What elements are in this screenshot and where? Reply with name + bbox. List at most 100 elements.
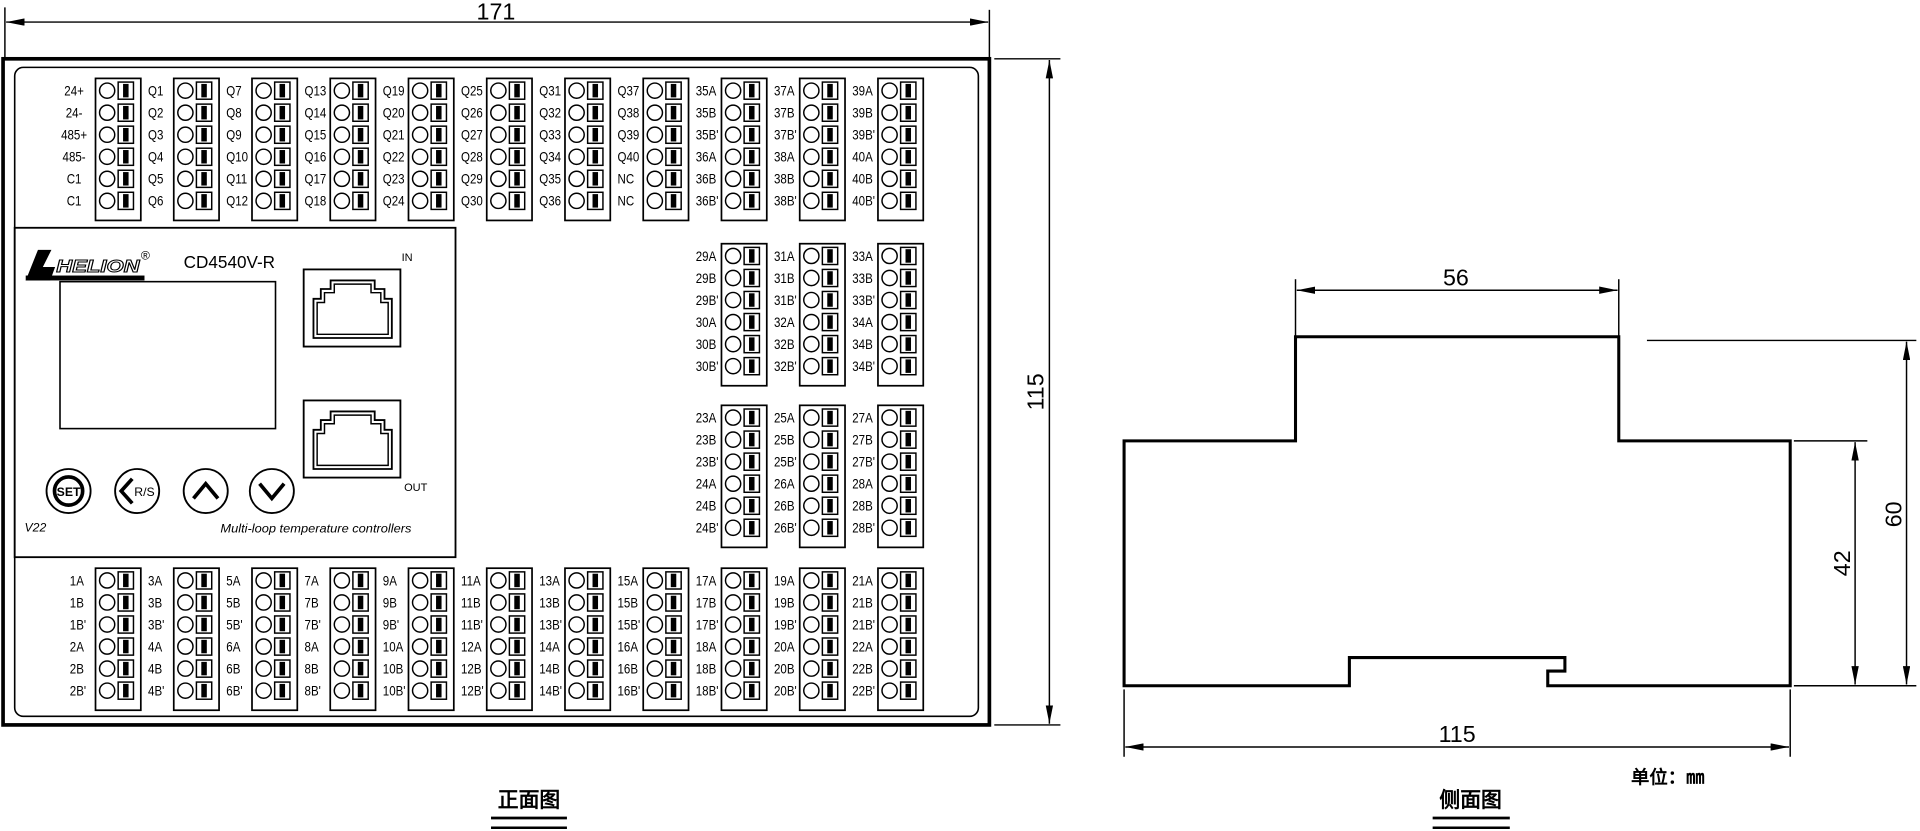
terminal-label: 6A — [226, 638, 240, 654]
terminal-label: Q24 — [383, 193, 405, 209]
spring-clamp-icon — [436, 83, 442, 98]
terminal-label: 26B — [774, 498, 795, 514]
side-top-width-dimension: 56 — [1294, 264, 1620, 337]
spring-clamp-icon — [905, 172, 912, 186]
wire-entry-icon — [899, 681, 917, 700]
spring-clamp-icon — [436, 573, 442, 588]
terminal-screw-icon — [411, 148, 429, 166]
spring-clamp-icon — [905, 293, 912, 307]
spring-clamp-icon — [514, 595, 520, 610]
spring-clamp-icon — [749, 194, 755, 208]
wire-entry-icon — [195, 147, 213, 167]
wire-entry-icon — [899, 290, 917, 310]
terminal-screw-icon — [333, 170, 351, 188]
terminal-screw-icon — [803, 126, 820, 144]
terminal-label: 35A — [696, 82, 717, 98]
spring-clamp-icon — [279, 194, 286, 208]
terminal-label: 33A — [852, 248, 873, 264]
spring-clamp-icon — [670, 105, 677, 120]
wire-entry-icon — [899, 125, 917, 145]
terminal-screw-icon — [724, 269, 742, 287]
terminal-label: 27A — [852, 409, 873, 425]
wire-entry-icon — [195, 571, 213, 590]
terminal-label: 34B — [852, 336, 873, 352]
terminal-label: 2B' — [70, 682, 86, 698]
terminal-label: 40B' — [852, 193, 875, 209]
wire-entry-icon — [273, 681, 291, 700]
wire-entry-icon — [117, 637, 135, 656]
terminal-screw-icon — [881, 682, 898, 699]
spring-clamp-icon — [514, 683, 520, 698]
terminal-block-housing — [407, 77, 455, 222]
spring-clamp-icon — [827, 476, 833, 491]
terminal-label: 15B — [618, 594, 639, 610]
firmware-version: V22 — [24, 520, 46, 534]
terminal-label: Q17 — [305, 171, 327, 187]
terminal-screw-icon — [333, 192, 351, 210]
terminal-block-housing — [564, 77, 612, 222]
terminal-screw-icon — [411, 104, 429, 122]
terminal-label: 31B' — [774, 292, 797, 308]
terminal-screw-icon — [255, 682, 272, 699]
spring-clamp-icon — [514, 127, 520, 142]
wire-entry-icon — [743, 169, 761, 189]
wire-entry-icon — [586, 615, 604, 634]
spring-clamp-icon — [827, 249, 833, 263]
wire-entry-icon — [273, 593, 291, 612]
wire-entry-icon — [821, 430, 839, 449]
spring-clamp-icon — [670, 172, 677, 186]
terminal-screw-icon — [568, 616, 585, 633]
spring-clamp-icon — [749, 105, 755, 120]
spring-clamp-icon — [123, 172, 129, 186]
spring-clamp-icon — [592, 83, 599, 98]
wire-entry-icon — [352, 571, 369, 590]
wire-entry-icon — [352, 147, 369, 167]
down-button — [248, 468, 295, 515]
terminal-label: 25B' — [774, 453, 797, 469]
terminal-label: 33B' — [852, 292, 875, 308]
wire-entry-icon — [899, 659, 917, 678]
terminal-label: 23B' — [696, 453, 719, 469]
terminal-label: 7A — [305, 572, 319, 588]
terminal-label: 7B' — [305, 616, 321, 632]
spring-clamp-icon — [436, 105, 442, 120]
terminal-label: 38A — [774, 149, 795, 165]
spring-clamp-icon — [436, 150, 442, 164]
wire-entry-icon — [899, 593, 917, 612]
spring-clamp-icon — [827, 337, 833, 351]
terminal-screw-icon — [881, 475, 898, 493]
wire-entry-icon — [508, 615, 526, 634]
spring-clamp-icon — [670, 83, 677, 98]
terminal-block-housing — [94, 77, 142, 222]
terminal-block-housing — [564, 567, 612, 712]
terminal-label: 25A — [774, 409, 795, 425]
spring-clamp-icon — [905, 595, 912, 610]
terminal-label: 30A — [696, 314, 717, 330]
spring-clamp-icon — [749, 127, 755, 142]
terminal-screw-icon — [803, 453, 820, 470]
terminal-screw-icon — [724, 82, 742, 99]
terminal-block-housing — [877, 77, 925, 222]
terminal-screw-icon — [255, 594, 272, 611]
terminal-screw-icon — [490, 660, 507, 677]
spring-clamp-icon — [905, 521, 912, 535]
side-body-height-value: 42 — [1829, 550, 1855, 576]
terminal-screw-icon — [803, 475, 820, 493]
spring-clamp-icon — [749, 683, 755, 698]
spring-clamp-icon — [201, 172, 207, 186]
wire-entry-icon — [195, 81, 213, 100]
spring-clamp-icon — [749, 499, 755, 513]
terminal-label: 17B' — [696, 616, 719, 632]
spring-clamp-icon — [123, 127, 129, 142]
terminal-screw-icon — [724, 148, 742, 166]
terminal-label: 28A — [852, 475, 873, 491]
terminal-screw-icon — [333, 572, 351, 589]
ethernet-port-out — [302, 399, 402, 479]
spring-clamp-icon — [749, 83, 755, 98]
terminal-block-housing — [720, 242, 768, 387]
terminal-label: 24A — [696, 475, 717, 491]
spring-clamp-icon — [514, 150, 520, 164]
